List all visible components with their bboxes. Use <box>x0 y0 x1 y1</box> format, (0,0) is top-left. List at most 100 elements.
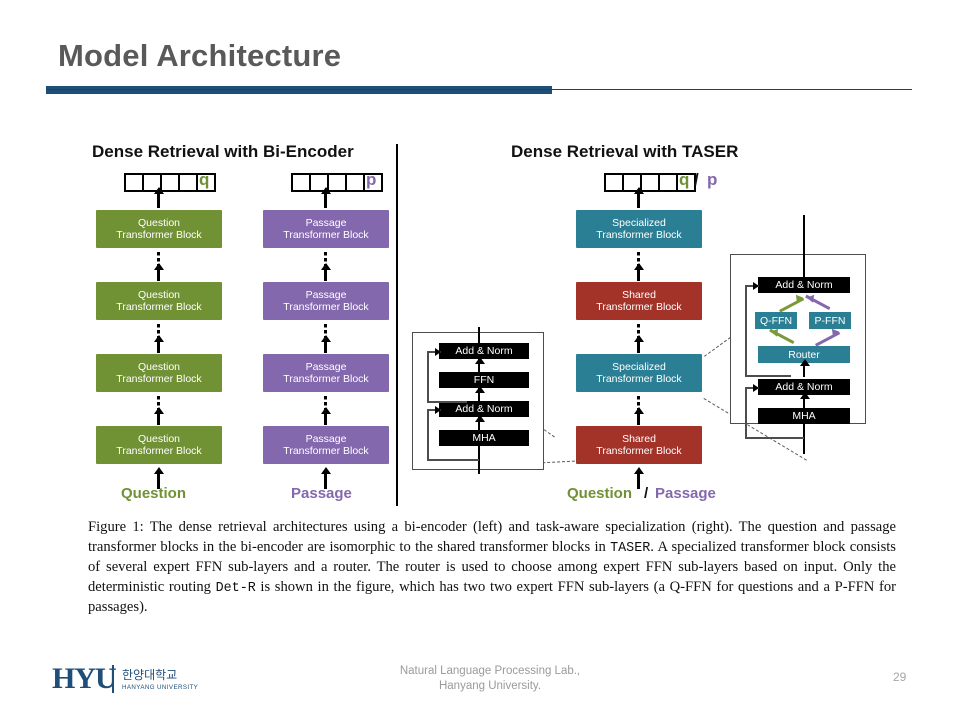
p-out-arrow-shaft <box>324 193 327 208</box>
spec-add-norm-box-2: Add & Norm <box>758 277 850 293</box>
p-out-arrow-head <box>320 187 331 194</box>
q-in-arrow-head <box>153 467 164 474</box>
spec-residual-1-top <box>745 387 759 389</box>
q-arrow-shaft-1 <box>157 413 160 425</box>
page-title: Model Architecture <box>58 38 342 73</box>
block-line2: Transformer Block <box>116 445 202 457</box>
taser-in-arrow-head <box>633 467 644 474</box>
passage-transformer-block-3: Passage Transformer Block <box>263 282 389 320</box>
q-in-arrow-shaft <box>157 473 160 489</box>
taser-input-label-question: Question <box>567 485 633 502</box>
question-transformer-block-1: Question Transformer Block <box>96 426 222 464</box>
taser-arrow-shaft-2 <box>637 341 640 353</box>
residual-2-vertical <box>427 351 429 403</box>
block-line2: Transformer Block <box>596 445 682 457</box>
passage-vector-box <box>291 173 383 192</box>
passage-transformer-block-4: Passage Transformer Block <box>263 210 389 248</box>
taser-dotted-1 <box>637 396 640 416</box>
shared-transformer-block-upper: Shared Transformer Block <box>576 282 702 320</box>
taser-vector-label-q: q <box>679 170 690 189</box>
right-panel-title: Dense Retrieval with TASER <box>511 142 739 161</box>
taser-vector-label-sep: / <box>694 170 699 189</box>
panel-divider <box>396 144 398 506</box>
passage-input-label: Passage <box>291 485 352 502</box>
q-out-arrow-shaft <box>157 193 160 208</box>
question-transformer-block-4: Question Transformer Block <box>96 210 222 248</box>
q-out-arrow-head <box>153 187 164 194</box>
p-arrow-head-2 <box>320 335 331 342</box>
taser-input-label-sep: / <box>644 485 649 502</box>
block-line1: Question <box>137 216 181 229</box>
svg-text:HYU: HYU <box>52 663 116 695</box>
mha-box: MHA <box>439 430 529 446</box>
title-underline-thin <box>46 89 912 90</box>
block-line1: Passage <box>305 432 347 445</box>
taser-in-arrow-shaft <box>637 473 640 489</box>
block-line2: Transformer Block <box>116 301 202 313</box>
shared-transformer-block-bottom: Shared Transformer Block <box>576 426 702 464</box>
block-line2: Transformer Block <box>116 229 202 241</box>
specialized-transformer-block-lower: Specialized Transformer Block <box>576 354 702 392</box>
svg-text:한양대학교: 한양대학교 <box>122 668 177 682</box>
block-line2: Transformer Block <box>283 373 369 385</box>
inset-in-line <box>478 446 480 474</box>
inset-out-line <box>478 327 480 345</box>
spec-residual-2-vertical <box>745 285 747 377</box>
footer-line-2: Hanyang University. <box>438 680 542 692</box>
passage-transformer-block-2: Passage Transformer Block <box>263 354 389 392</box>
specialized-transformer-block-detail: Add & Norm Q-FFN P-FFN Router Add & Norm… <box>730 215 866 454</box>
residual-2-bottom <box>427 401 467 403</box>
block-line1: Specialized <box>612 216 666 229</box>
left-panel-title: Dense Retrieval with Bi-Encoder <box>92 142 354 161</box>
shared-transformer-block-detail: Add & Norm FFN Add & Norm MHA <box>412 327 544 474</box>
q-arrow-shaft-3 <box>157 269 160 281</box>
title-underline-thick <box>46 86 552 94</box>
p-in-arrow-head <box>320 467 331 474</box>
spec-head-router <box>799 359 810 366</box>
footer-affiliation: Natural Language Processing Lab., Hanyan… <box>330 664 650 694</box>
q-arrow-head-1 <box>153 407 164 414</box>
q-dotted-3 <box>157 252 160 272</box>
hanyang-university-logo: HYU 한양대학교 HANYANG UNIVERSITY <box>52 662 252 697</box>
q-arrow-shaft-2 <box>157 341 160 353</box>
block-line1: Specialized <box>612 360 666 373</box>
spec-line-router-up <box>803 363 805 377</box>
taser-arrow-shaft-1 <box>637 413 640 425</box>
ffn-box: FFN <box>439 372 529 388</box>
taser-arrow-head-3 <box>633 263 644 270</box>
spec-residual-1-bottom <box>745 437 804 439</box>
caption-part-3: is shown in the figure, which has two tw… <box>88 578 896 616</box>
q-arrow-head-3 <box>153 263 164 270</box>
q-dotted-2 <box>157 324 160 344</box>
add-norm-box-2: Add & Norm <box>439 343 529 359</box>
spec-line-addnorm1 <box>803 395 805 409</box>
block-line2: Transformer Block <box>283 445 369 457</box>
block-line1: Shared <box>622 288 656 301</box>
residual-2-head <box>435 348 441 356</box>
residual-1-top <box>427 409 441 411</box>
inset-line-b <box>478 388 480 403</box>
inset-head-b <box>474 386 485 393</box>
question-transformer-block-2: Question Transformer Block <box>96 354 222 392</box>
spec-residual-2-top <box>745 285 759 287</box>
block-line1: Passage <box>305 216 347 229</box>
spec-residual-2-bottom <box>745 375 791 377</box>
p-arrow-shaft-2 <box>324 341 327 353</box>
block-line2: Transformer Block <box>283 229 369 241</box>
caption-mono-detr: Det-R <box>215 580 256 596</box>
spec-out-line <box>803 215 805 277</box>
block-line2: Transformer Block <box>596 301 682 313</box>
router-box: Router <box>758 346 850 363</box>
block-line1: Shared <box>622 432 656 445</box>
taser-arrow-head-1 <box>633 407 644 414</box>
q-arrow-head-2 <box>153 335 164 342</box>
residual-2-top <box>427 351 441 353</box>
svg-text:HANYANG UNIVERSITY: HANYANG UNIVERSITY <box>122 684 198 691</box>
block-line1: Question <box>137 432 181 445</box>
caption-part-1: Figure 1: The dense retrieval architectu… <box>88 519 896 555</box>
p-dotted-1 <box>324 396 327 416</box>
p-arrow-shaft-1 <box>324 413 327 425</box>
specialized-transformer-block-top: Specialized Transformer Block <box>576 210 702 248</box>
question-transformer-block-3: Question Transformer Block <box>96 282 222 320</box>
residual-1-head <box>435 406 441 414</box>
